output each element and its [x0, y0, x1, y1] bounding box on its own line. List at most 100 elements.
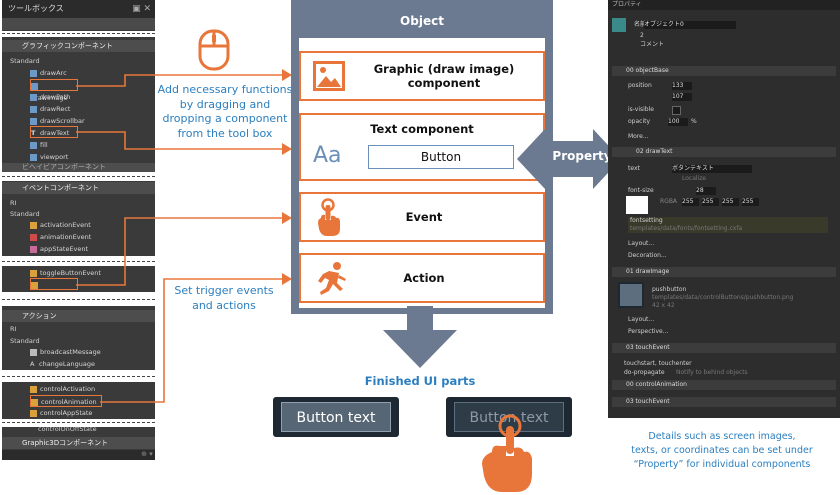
graphic-component-box[interactable]: Graphic (draw image) component [299, 51, 545, 101]
section-touchevent-2[interactable]: 03 touchEvent [612, 397, 836, 407]
touch-events: touchstart, touchenter [624, 360, 692, 367]
text-aa-icon: Aa [313, 143, 342, 168]
tool-togglebuttonevent[interactable]: toggleButtonEvent [30, 267, 183, 279]
notify-label: Notify to behind objects [676, 369, 748, 376]
touch-hand-icon [318, 198, 340, 236]
text-component-box[interactable]: Text component Aa Button [299, 113, 545, 181]
tool-viewport[interactable]: viewport [30, 151, 183, 163]
pushbutton-label: pushbutton [652, 286, 687, 293]
section-objectbase[interactable]: 00 objectBase [612, 66, 836, 76]
is-visible-label: is-visible [628, 106, 654, 113]
more-link[interactable]: More... [628, 133, 649, 140]
name-input[interactable]: オブジェクト0 [644, 21, 736, 29]
tool-drawarc[interactable]: drawArc [30, 67, 183, 79]
position-x-input[interactable]: 133 [672, 82, 692, 90]
standard-label: Standard [10, 57, 40, 65]
event-label: Event [405, 210, 443, 224]
tap-hand-icon [482, 414, 532, 492]
property-title: プロパティ [608, 0, 840, 10]
text-input[interactable]: ボタンテキスト [672, 165, 752, 173]
category-physics[interactable]: ビヘイビアコンポーネント [2, 163, 155, 172]
finished-button-normal[interactable]: Button text [273, 397, 399, 437]
note-add-functions: Add necessary functions by dragging and … [157, 83, 293, 140]
localize-label: Localize [682, 175, 707, 182]
tool-appstateevent[interactable]: appStateEvent [30, 243, 183, 255]
arrowhead [282, 273, 292, 285]
button-preview: Button [368, 145, 514, 169]
object-panel: Object Graphic (draw image) component Te… [291, 0, 553, 314]
tool-drawscrollbar[interactable]: drawScrollbar [30, 115, 183, 127]
layout-link-2[interactable]: Layout... [628, 316, 655, 323]
perspective-link[interactable]: Perspective... [628, 328, 669, 335]
section-touchevent[interactable]: 03 touchEvent [612, 343, 836, 353]
font-size-input[interactable]: 28 [696, 187, 716, 195]
pushbutton-thumbnail[interactable] [618, 282, 644, 308]
fontsetting-row[interactable]: fontsetting templates/data/fonts/fontset… [628, 217, 828, 233]
ri-label: RI [10, 199, 17, 207]
category-event[interactable]: イベントコンポーネント [2, 182, 155, 194]
position-y-input[interactable]: 107 [672, 93, 692, 101]
image-icon [313, 61, 345, 91]
opacity-unit: % [691, 118, 697, 125]
rgba-a[interactable]: 255 [742, 198, 759, 206]
action-label: Action [403, 271, 445, 285]
tool-controlappstate[interactable]: controlAppState [30, 407, 183, 419]
tool-controlanimation[interactable]: controlAnimation [30, 395, 102, 407]
section-drawtext[interactable]: 02 drawText [612, 147, 836, 157]
property-label: Property [552, 149, 612, 163]
rgba-b[interactable]: 255 [722, 198, 739, 206]
rgba-label: RGBA [660, 198, 678, 205]
tool-drawrect[interactable]: drawRect [30, 103, 183, 115]
toolbox-title: ツールボックス ▣ ✕ [2, 0, 155, 18]
text-label: text [628, 165, 640, 172]
action-component-box[interactable]: Action [299, 253, 545, 303]
rgba-r[interactable]: 255 [682, 198, 699, 206]
toolbox-panel: ツールボックス ▣ ✕ グラフィックコンポーネント Standard drawA… [2, 0, 155, 460]
decoration-link[interactable]: Decoration... [628, 252, 667, 259]
opacity-input[interactable]: 100 [668, 118, 688, 126]
tool-controlactivation[interactable]: controlActivation [30, 383, 183, 395]
color-swatch[interactable] [626, 196, 648, 214]
object-title: Object [400, 14, 444, 28]
graphic-component-label: Graphic (draw image) component [373, 62, 515, 90]
running-person-icon [318, 262, 346, 295]
finished-ui-label: Finished UI parts [364, 374, 476, 388]
connector-drawimage [76, 74, 282, 87]
category-action[interactable]: アクション [2, 310, 155, 322]
rgba-g[interactable]: 255 [702, 198, 719, 206]
text-component-label: Text component [370, 122, 474, 136]
comment-label: コメント [640, 41, 665, 48]
name-label: 名前 [634, 21, 647, 28]
category-graphic[interactable]: グラフィックコンポーネント [2, 40, 155, 52]
tool-broadcastmessage[interactable]: broadcastMessage [30, 346, 183, 358]
tool-activationevent[interactable]: activationEvent [30, 219, 183, 231]
section-drawimage[interactable]: 01 drawImage [612, 267, 836, 277]
arrowhead [282, 143, 292, 155]
connector-touchevent [76, 217, 282, 286]
do-propagate-label: do-propagate [624, 369, 665, 376]
connector-controlanimation [100, 278, 282, 403]
tool-animationevent[interactable]: animationEvent [30, 231, 183, 243]
tool-drawimage[interactable]: drawImage [30, 79, 78, 102]
tool-fill[interactable]: fill [30, 139, 183, 151]
standard-label: Standard [10, 337, 40, 345]
image-path: templates/data/controlButtons/pushbutton… [652, 294, 794, 301]
section-controlanimation[interactable]: 00 controlAnimation [612, 380, 836, 390]
opacity-label: opacity [628, 118, 651, 125]
ri-label: RI [10, 325, 17, 333]
layout-link[interactable]: Layout... [628, 240, 655, 247]
arrowhead [282, 212, 292, 224]
cube-icon [612, 18, 626, 32]
connector-drawtext [76, 131, 282, 150]
event-component-box[interactable]: Event [299, 192, 545, 242]
category-graphic3d[interactable]: Graphic3Dコンポーネント [2, 437, 155, 449]
toolbox-footer: ⊕ ▾ [2, 450, 155, 460]
note-details: Details such as screen images, texts, or… [631, 431, 813, 470]
tool-partial: controlOnOffState [38, 427, 97, 433]
is-visible-checkbox[interactable] [672, 106, 681, 115]
note-set-trigger: Set trigger events and actions [174, 284, 274, 312]
tool-drawpath[interactable]: drawPath [30, 91, 183, 103]
toolbox-pin-icon[interactable]: ▣ ✕ [132, 4, 151, 14]
